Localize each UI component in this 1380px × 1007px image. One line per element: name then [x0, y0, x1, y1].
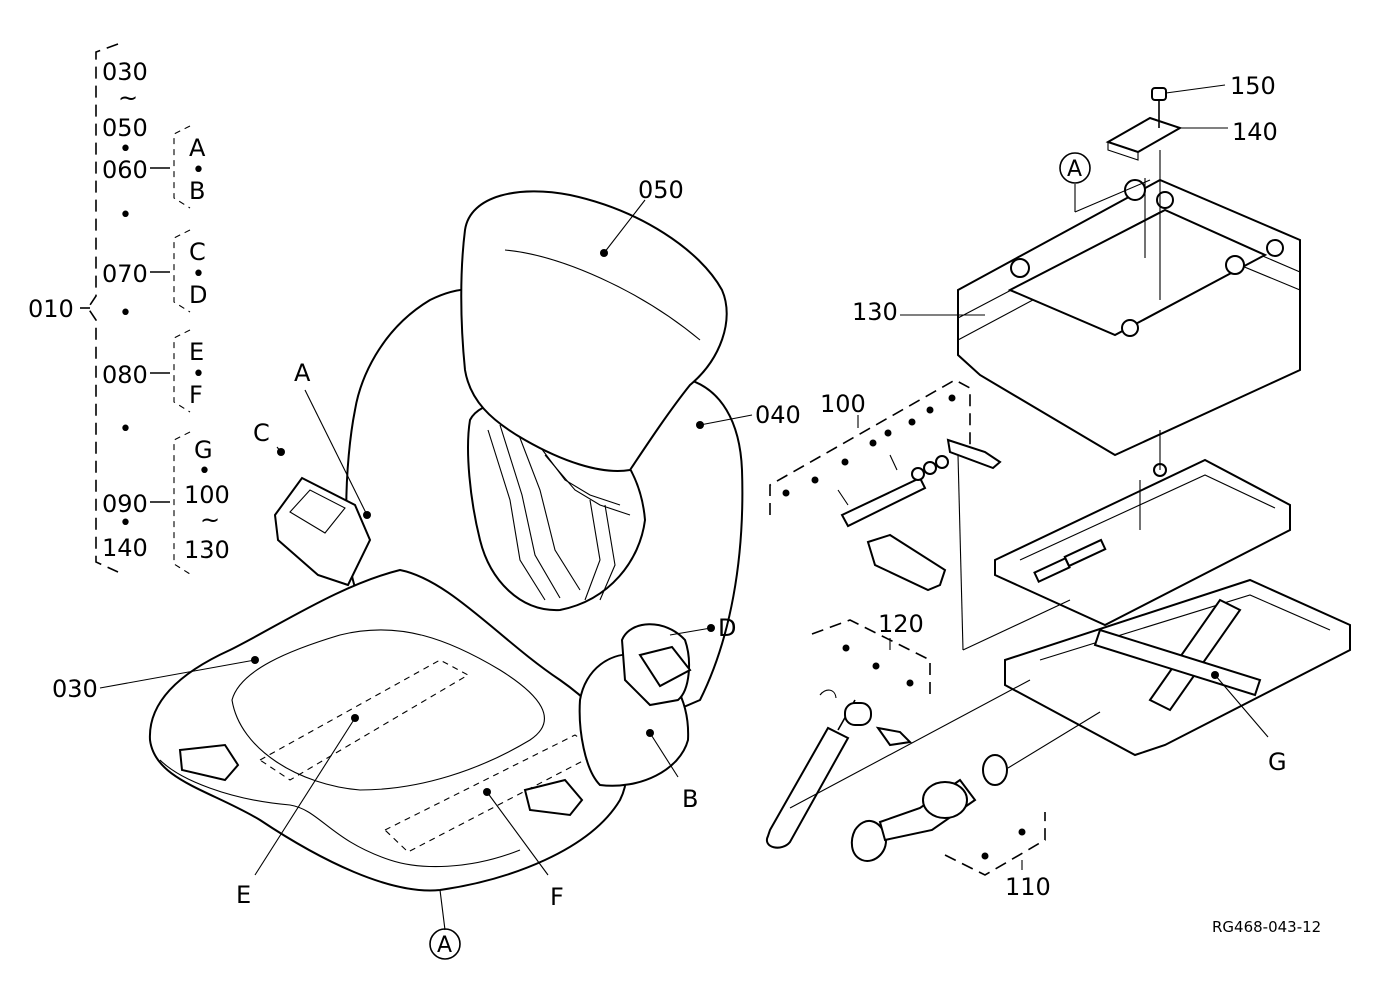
gas-spring-bushing — [844, 702, 872, 726]
tree-ref-a: A — [189, 134, 206, 162]
label-100: 100 — [820, 390, 866, 418]
tree-ref-b: B — [189, 177, 205, 205]
knob-barrel — [922, 781, 968, 819]
seat-assembly — [148, 190, 744, 892]
headrest — [460, 190, 728, 472]
assembly-label-010: 010 — [28, 295, 74, 323]
tree-ref-c: C — [189, 238, 206, 266]
seat-rail-e — [258, 659, 470, 781]
scissor-link-1 — [1148, 598, 1242, 712]
callout-leaders — [99, 84, 1269, 931]
tree-sep-1: • — [119, 137, 132, 162]
circle-a-bottom — [429, 928, 461, 960]
tree-sep-2: • — [119, 203, 132, 228]
backrest-ribs — [487, 424, 631, 601]
gas-spring-120 — [765, 619, 1031, 849]
label-ref-g: G — [1268, 748, 1287, 776]
tree-sep-cd: • — [192, 262, 205, 287]
tree-part-060: 060 — [102, 156, 148, 184]
label-030: 030 — [52, 675, 98, 703]
seat-cushion-inner — [231, 629, 545, 791]
release-lever — [866, 533, 947, 592]
tree-sep-ab: • — [192, 158, 205, 183]
adjust-rod — [840, 476, 927, 528]
label-120: 120 — [878, 610, 924, 638]
tree-ref-g: G — [194, 436, 213, 464]
label-ref-f: F — [550, 883, 564, 911]
label-circle-a-bottom: A — [437, 933, 452, 958]
tree-part-090: 090 — [102, 490, 148, 518]
label-ref-c: C — [253, 419, 270, 447]
tree-part-070: 070 — [102, 260, 148, 288]
front-slide-bar — [178, 743, 240, 782]
label-circle-a-top: A — [1067, 157, 1082, 182]
suspension-base — [957, 87, 1351, 757]
tree-range-tilde: ~ — [118, 84, 138, 112]
cover-recess — [1007, 208, 1268, 337]
tree-ref-d: D — [189, 281, 207, 309]
tree-sep-3: • — [119, 301, 132, 326]
label-ref-b: B — [682, 785, 698, 813]
knob-handle — [850, 820, 887, 862]
lever-kit-100 — [769, 379, 1002, 592]
label-ref-d: D — [718, 614, 736, 642]
plate-140 — [1105, 116, 1183, 154]
screw-150 — [1151, 87, 1167, 101]
tree-part-080: 080 — [102, 361, 148, 389]
gas-spring-bolt — [875, 726, 913, 747]
slide-lever — [523, 778, 584, 817]
tree-range-top: 030 — [102, 58, 148, 86]
tree-sep-ef: • — [192, 362, 205, 387]
label-050: 050 — [638, 176, 684, 204]
tree-range-100: 100 — [184, 481, 230, 509]
label-140: 140 — [1232, 118, 1278, 146]
gas-spring-body — [765, 726, 850, 849]
label-ref-a: A — [294, 359, 311, 387]
tree-part-140: 140 — [102, 534, 148, 562]
knob-110 — [850, 711, 1101, 876]
label-040: 040 — [755, 401, 801, 429]
tree-ref-f: F — [189, 381, 203, 409]
tree-sep-g: • — [198, 459, 211, 484]
callout-labels: 050 040 030 A C D B E F G 130 150 140 10… — [52, 72, 1321, 960]
assembly-tree: 010 030 ~ 050 • 060 A • B • 070 C • D • … — [28, 43, 230, 575]
drawing-code: RG468-043-12 — [1212, 918, 1321, 936]
label-110: 110 — [1005, 873, 1051, 901]
tree-ref-e: E — [189, 338, 204, 366]
label-150: 150 — [1230, 72, 1276, 100]
tree-sep-4: • — [119, 417, 132, 442]
lever-latch — [946, 438, 1002, 470]
label-ref-e: E — [236, 881, 251, 909]
tree-range-tilde-g: ~ — [200, 506, 220, 534]
upper-plate — [994, 458, 1291, 627]
tree-sep-5: • — [119, 511, 132, 536]
tree-range-bottom: 050 — [102, 114, 148, 142]
knob-washer — [982, 754, 1008, 786]
label-130: 130 — [852, 298, 898, 326]
circle-a-top — [1059, 152, 1091, 184]
tree-range-130: 130 — [184, 536, 230, 564]
main-bracket — [87, 43, 119, 573]
